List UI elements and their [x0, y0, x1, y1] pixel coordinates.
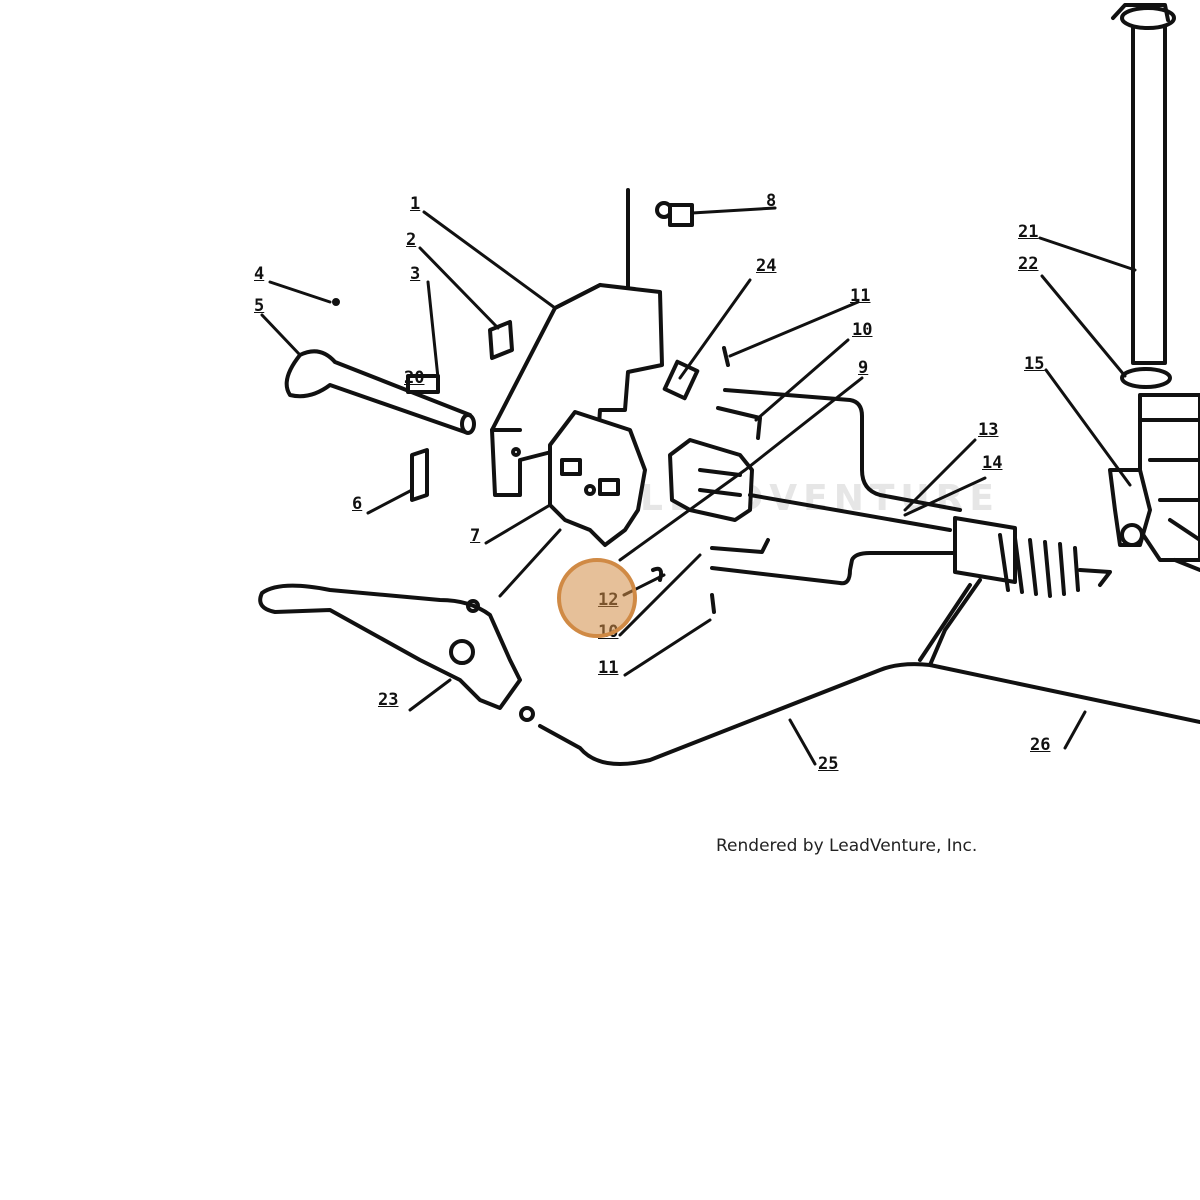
plate-2 — [488, 320, 514, 360]
bolt-8 — [655, 201, 694, 227]
callout-22[interactable]: 22 — [1018, 254, 1039, 274]
rod-and-spring — [710, 388, 1112, 598]
callout-13[interactable]: 13 — [978, 420, 999, 440]
highlighted-callout-marker[interactable] — [557, 558, 637, 638]
callout-10-upper[interactable]: 10 — [852, 320, 873, 340]
steering-column — [1108, 3, 1200, 572]
callout-21[interactable]: 21 — [1018, 222, 1039, 242]
callout-24[interactable]: 24 — [756, 256, 777, 276]
callout-15[interactable]: 15 — [1024, 354, 1045, 374]
render-credit: Rendered by LeadVenture, Inc. — [716, 836, 978, 856]
callout-14[interactable]: 14 — [982, 453, 1003, 473]
callout-8[interactable]: 8 — [766, 191, 777, 211]
pin-11-lower — [710, 593, 716, 614]
callout-23[interactable]: 23 — [378, 690, 399, 710]
plate-6 — [410, 448, 429, 502]
long-rods — [519, 578, 1200, 766]
callout-3[interactable]: 3 — [410, 264, 421, 284]
switch-block — [668, 438, 754, 522]
leader-lines — [260, 206, 1137, 766]
callout-6[interactable]: 6 — [352, 494, 363, 514]
fitting-24 — [662, 359, 700, 401]
callout-20[interactable]: 20 — [404, 368, 425, 388]
pin-4 — [332, 298, 340, 306]
pin-10-lower — [710, 538, 770, 554]
callout-7[interactable]: 7 — [470, 526, 481, 546]
callout-25[interactable]: 25 — [818, 754, 839, 774]
callout-26[interactable]: 26 — [1030, 735, 1051, 755]
callout-11-upper[interactable]: 11 — [850, 286, 871, 306]
callout-11-lower[interactable]: 11 — [598, 658, 619, 678]
pin-10-upper — [716, 406, 762, 440]
callout-2[interactable]: 2 — [406, 230, 417, 250]
callout-9[interactable]: 9 — [858, 358, 869, 378]
pin-11-upper — [722, 346, 730, 367]
handle-shaft — [284, 349, 476, 435]
callout-1[interactable]: 1 — [410, 194, 421, 214]
callout-5[interactable]: 5 — [254, 296, 265, 316]
callout-4[interactable]: 4 — [254, 264, 265, 284]
lever-arm — [258, 583, 522, 710]
detent-plate — [548, 410, 647, 547]
